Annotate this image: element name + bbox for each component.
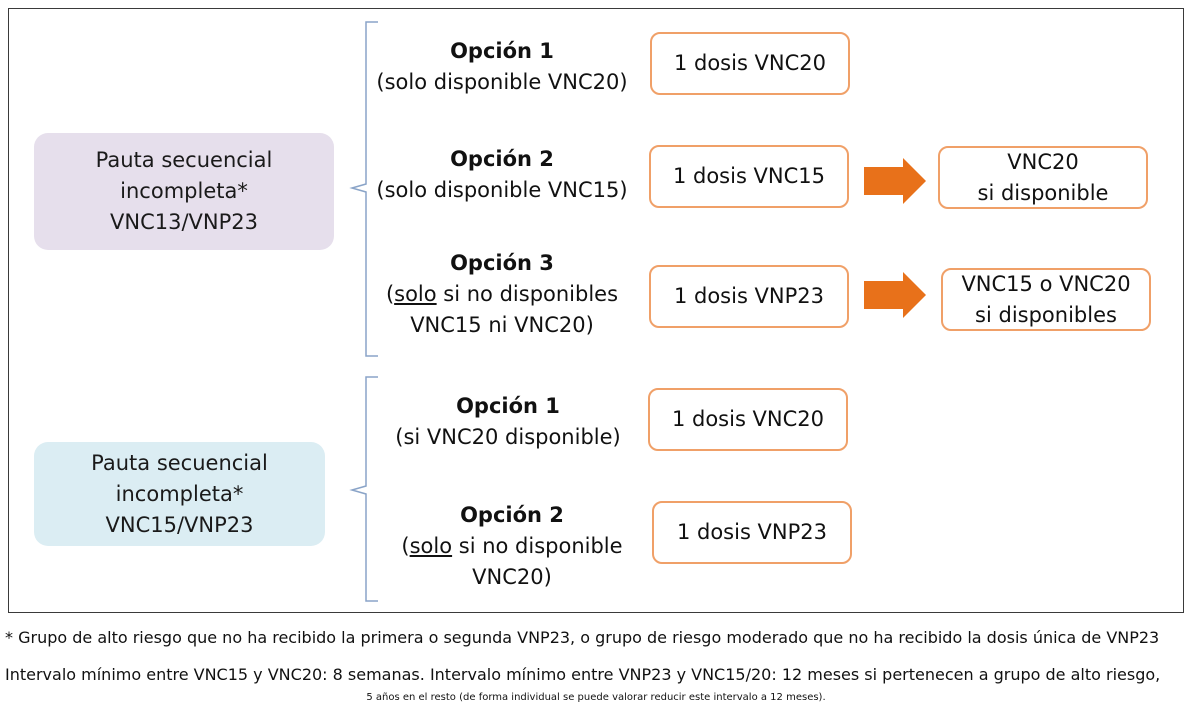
group-1-option-3: Opción 3 (solo si no disponibles VNC15 n… xyxy=(362,248,642,341)
underlined-solo: solo xyxy=(394,282,437,306)
group-2-option-1: Opción 1 (si VNC20 disponible) xyxy=(368,391,648,453)
footnote-asterisk: * Grupo de alto riesgo que no ha recibid… xyxy=(5,628,1160,647)
option-title: Opción 1 xyxy=(450,39,554,63)
group-1-label-line-3: VNC13/VNP23 xyxy=(110,210,258,234)
dose-box-g1-o2: 1 dosis VNC15 xyxy=(649,145,849,208)
group-2-option-2: Opción 2 (solo si no disponible VNC20) xyxy=(372,500,652,593)
next-line-1: VNC15 o VNC20 xyxy=(961,271,1131,296)
option-condition: (solo disponible VNC20) xyxy=(376,70,628,94)
group-1-option-1: Opción 1 (solo disponible VNC20) xyxy=(362,36,642,98)
option-condition: (solo si no disponible xyxy=(372,531,652,562)
dose-box-g2-o1: 1 dosis VNC20 xyxy=(648,388,848,451)
next-box-g1-o3: VNC15 o VNC20 si disponibles xyxy=(941,268,1151,331)
footnote-interval-2: 5 años en el resto (de forma individual … xyxy=(366,692,826,703)
option-condition: (solo disponible VNC15) xyxy=(376,178,628,202)
group-1-bracket xyxy=(349,21,378,357)
group-1-option-2: Opción 2 (solo disponible VNC15) xyxy=(362,144,642,206)
next-line-2: si disponibles xyxy=(975,302,1117,327)
group-2-label-line-2: incompleta* xyxy=(115,481,244,506)
group-2-label: Pauta secuencial incompleta* VNC15/VNP23 xyxy=(34,442,325,546)
paren-open: ( xyxy=(401,534,410,558)
option-title: Opción 1 xyxy=(456,394,560,418)
group-1-label-line-2: incompleta* xyxy=(120,179,248,203)
dose-box-g1-o1: 1 dosis VNC20 xyxy=(650,32,850,95)
next-line-2: si disponible xyxy=(977,180,1109,205)
dose-label: 1 dosis VNC20 xyxy=(671,407,825,431)
condition-rest: si no disponibles xyxy=(436,282,619,306)
option-title: Opción 2 xyxy=(460,503,564,527)
dose-label: 1 dosis VNP23 xyxy=(673,284,825,308)
option-condition: (solo si no disponibles xyxy=(362,279,642,310)
option-condition-line-2: VNC15 ni VNC20) xyxy=(410,313,594,337)
arrow-right-icon xyxy=(864,158,926,204)
option-condition: (si VNC20 disponible) xyxy=(395,425,621,449)
footnote-interval-1: Intervalo mínimo entre VNC15 y VNC20: 8 … xyxy=(5,665,1161,684)
diagram-frame xyxy=(8,8,1184,613)
dose-label: 1 dosis VNC20 xyxy=(673,51,827,75)
option-title: Opción 3 xyxy=(450,251,554,275)
dose-box-g1-o3: 1 dosis VNP23 xyxy=(649,265,849,328)
next-box-g1-o2: VNC20 si disponible xyxy=(938,146,1148,209)
condition-rest: si no disponible xyxy=(452,534,623,558)
group-1-label-line-1: Pauta secuencial xyxy=(95,148,273,172)
arrow-right-icon xyxy=(864,272,926,318)
group-2-bracket xyxy=(349,376,378,602)
paren-open: ( xyxy=(385,282,395,306)
underlined-solo: solo xyxy=(409,534,453,558)
dose-label: 1 dosis VNP23 xyxy=(676,520,828,544)
option-condition-line-2: VNC20) xyxy=(472,565,552,589)
group-2-label-line-1: Pauta secuencial xyxy=(91,450,268,475)
option-title: Opción 2 xyxy=(450,147,554,171)
next-line-1: VNC20 xyxy=(1007,149,1079,174)
group-2-label-line-3: VNC15/VNP23 xyxy=(105,512,254,537)
dose-box-g2-o2: 1 dosis VNP23 xyxy=(652,501,852,564)
dose-label: 1 dosis VNC15 xyxy=(672,164,826,188)
group-1-label: Pauta secuencial incompleta* VNC13/VNP23 xyxy=(34,133,334,250)
